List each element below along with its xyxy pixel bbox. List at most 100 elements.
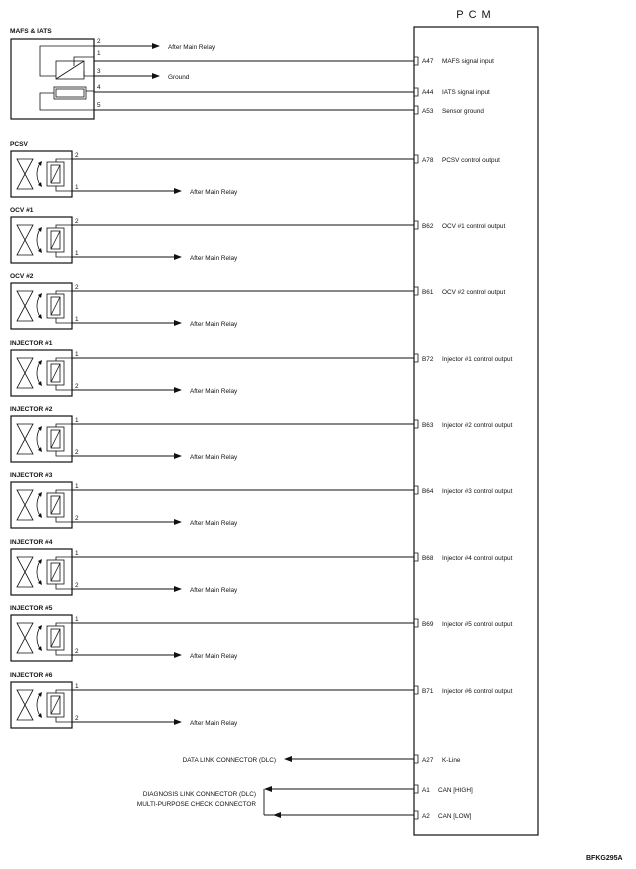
svg-text:Injector #2 control output: Injector #2 control output xyxy=(442,422,513,429)
solenoid-icon xyxy=(46,625,65,651)
svg-text:A47: A47 xyxy=(422,58,434,65)
svg-text:1: 1 xyxy=(75,184,79,191)
svg-text:A2: A2 xyxy=(422,813,430,820)
svg-text:2: 2 xyxy=(97,38,101,45)
svg-text:MAFS signal input: MAFS signal input xyxy=(442,58,494,65)
component-label: OCV #1 xyxy=(10,207,34,214)
svg-text:A1: A1 xyxy=(422,787,430,794)
svg-text:B64: B64 xyxy=(422,488,434,495)
svg-text:1: 1 xyxy=(75,250,79,257)
solenoid-icon xyxy=(46,559,65,585)
solenoid-icon xyxy=(46,692,65,718)
mafs-label: MAFS & IATS xyxy=(10,28,52,35)
ground-label: Ground xyxy=(168,74,190,81)
svg-text:CAN [HIGH]: CAN [HIGH] xyxy=(438,787,473,794)
after-main-relay-label: After Main Relay xyxy=(190,454,238,461)
component-label: INJECTOR #2 xyxy=(10,406,53,413)
figure-code: BFKG295A xyxy=(586,855,623,862)
solenoid-icon xyxy=(46,492,65,518)
svg-text:PCSV control output: PCSV control output xyxy=(442,157,500,164)
component-label: OCV #2 xyxy=(10,273,34,280)
svg-text:A53: A53 xyxy=(422,108,434,115)
valve-icon xyxy=(16,290,34,322)
svg-text:Injector #3 control output: Injector #3 control output xyxy=(442,488,513,495)
svg-text:B63: B63 xyxy=(422,422,434,429)
svg-text:B72: B72 xyxy=(422,356,434,363)
svg-text:2: 2 xyxy=(75,284,79,291)
svg-text:2: 2 xyxy=(75,515,79,522)
pcm-module xyxy=(413,26,539,836)
solenoid-icon xyxy=(46,227,65,253)
after-main-relay-label: After Main Relay xyxy=(190,255,238,262)
valve-icon xyxy=(16,423,34,455)
svg-text:Injector #5 control output: Injector #5 control output xyxy=(442,621,513,628)
after-main-relay-label: After Main Relay xyxy=(190,388,238,395)
svg-text:Sensor ground: Sensor ground xyxy=(442,108,484,115)
svg-text:5: 5 xyxy=(97,102,101,109)
after-main-relay-label: After Main Relay xyxy=(190,587,238,594)
svg-text:B69: B69 xyxy=(422,621,434,628)
svg-text:OCV #1 control output: OCV #1 control output xyxy=(442,223,505,230)
svg-text:1: 1 xyxy=(75,616,79,623)
data-link-label: DATA LINK CONNECTOR (DLC) xyxy=(183,757,276,764)
svg-text:1: 1 xyxy=(75,683,79,690)
component-label: INJECTOR #4 xyxy=(10,539,53,546)
svg-text:2: 2 xyxy=(75,582,79,589)
valve-icon xyxy=(16,224,34,256)
valve-icon xyxy=(16,489,34,521)
valve-icon xyxy=(16,357,34,389)
svg-text:3: 3 xyxy=(97,68,101,75)
mafs-pin-1-wire: 1 A47 MAFS signal input xyxy=(94,50,494,65)
svg-text:1: 1 xyxy=(75,351,79,358)
svg-text:A27: A27 xyxy=(422,757,434,764)
mafs-after-main-relay: After Main Relay xyxy=(168,44,216,51)
svg-text:MULTI-PURPOSE CHECK CONNECTOR: MULTI-PURPOSE CHECK CONNECTOR xyxy=(137,801,256,808)
svg-text:Injector #6 control output: Injector #6 control output xyxy=(442,688,513,695)
valve-icon xyxy=(16,556,34,588)
svg-text:IATS signal input: IATS signal input xyxy=(442,89,490,96)
pcm-title: PCM xyxy=(456,9,495,21)
svg-text:A78: A78 xyxy=(422,157,434,164)
component-label: INJECTOR #3 xyxy=(10,472,53,479)
valve-icon xyxy=(16,622,34,654)
diagnosis-link-connector: DIAGNOSIS LINK CONNECTOR (DLC) MULTI-PUR… xyxy=(137,784,473,820)
svg-text:1: 1 xyxy=(75,316,79,323)
svg-text:Injector #4 control output: Injector #4 control output xyxy=(442,555,513,562)
svg-text:CAN [LOW]: CAN [LOW] xyxy=(438,813,472,820)
svg-text:B61: B61 xyxy=(422,289,434,296)
mafs-pin-5-wire: 5 A53 Sensor ground xyxy=(94,102,484,115)
svg-text:B68: B68 xyxy=(422,555,434,562)
component-label: INJECTOR #5 xyxy=(10,605,53,612)
mafs-pin-2-wire: 2 After Main Relay xyxy=(94,38,216,51)
solenoid-icon xyxy=(46,426,65,452)
valve-icon xyxy=(16,689,34,721)
data-link-connector: DATA LINK CONNECTOR (DLC) A27 K-Line xyxy=(183,754,461,764)
svg-text:2: 2 xyxy=(75,449,79,456)
svg-text:1: 1 xyxy=(75,483,79,490)
svg-text:1: 1 xyxy=(75,417,79,424)
svg-text:Injector #1 control output: Injector #1 control output xyxy=(442,356,513,363)
svg-text:1: 1 xyxy=(75,550,79,557)
svg-text:2: 2 xyxy=(75,218,79,225)
svg-text:B62: B62 xyxy=(422,223,434,230)
svg-text:2: 2 xyxy=(75,383,79,390)
after-main-relay-label: After Main Relay xyxy=(190,189,238,196)
mafs-pin-3-wire: 3 Ground xyxy=(94,68,190,81)
svg-text:B71: B71 xyxy=(422,688,434,695)
svg-text:4: 4 xyxy=(97,84,101,91)
solenoid-icon xyxy=(46,360,65,386)
svg-text:OCV #2 control output: OCV #2 control output xyxy=(442,289,505,296)
svg-text:2: 2 xyxy=(75,152,79,159)
after-main-relay-label: After Main Relay xyxy=(190,321,238,328)
component-label: INJECTOR #6 xyxy=(10,672,53,679)
